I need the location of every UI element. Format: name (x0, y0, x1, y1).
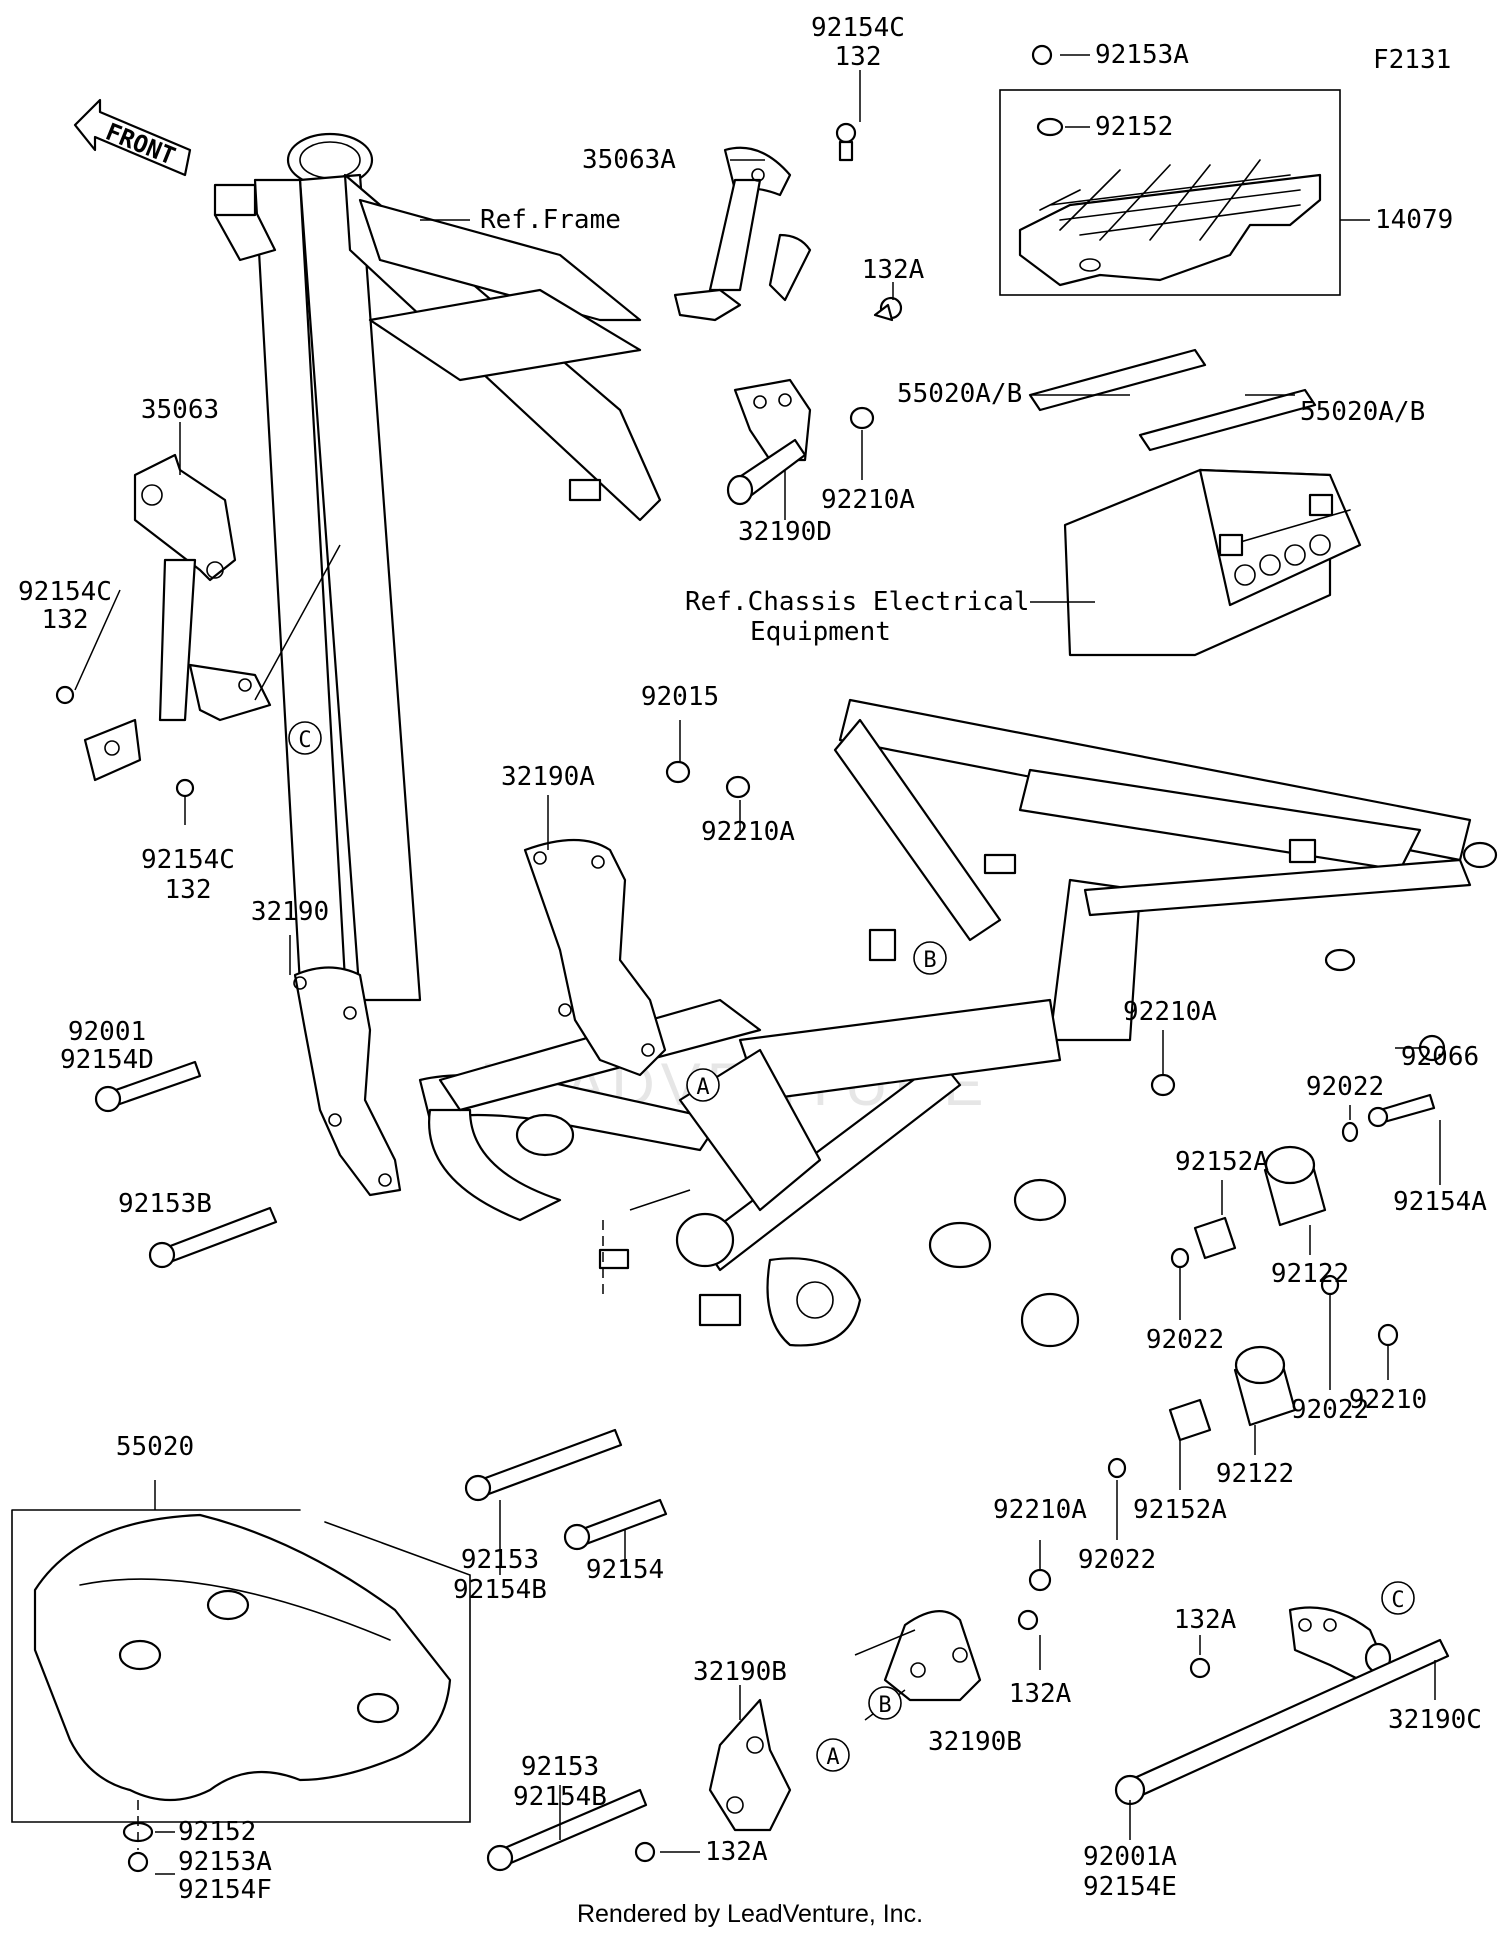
front-label: FRONT (102, 118, 179, 171)
label-132a-bot: 132A (705, 1837, 768, 1867)
mount-plate-32190d (726, 378, 812, 506)
label-92154: 92154 (586, 1555, 664, 1585)
front-arrow-icon: FRONT (73, 98, 192, 177)
skid-plate-55020 (11, 1509, 471, 1823)
battery-decals-55020ab (1028, 348, 1317, 452)
label-92153a-top: 92153A (1095, 40, 1189, 70)
label-14079: 14079 (1375, 205, 1453, 235)
main-frame (213, 132, 1498, 1348)
svg-text:A: A (696, 1075, 709, 1100)
svg-text:B: B (923, 948, 936, 973)
label-132-left: 132 (42, 605, 89, 635)
svg-text:A: A (826, 1745, 839, 1770)
bracket-35063 (83, 453, 272, 782)
label-32190b-top: 32190B (693, 1657, 787, 1687)
label-92152-bot: 92152 (178, 1817, 256, 1847)
label-32190d: 32190D (738, 517, 832, 547)
label-132a-bot-mid: 132A (1009, 1679, 1072, 1709)
label-92022-right: 92022 (1291, 1395, 1369, 1425)
label-ref-chassis-2: Equipment (750, 617, 891, 647)
label-92015: 92015 (641, 682, 719, 712)
label-132a-top: 132A (862, 255, 925, 285)
label-92154c-left: 92154C (18, 577, 112, 607)
label-92154a: 92154A (1393, 1187, 1487, 1217)
plate-32190 (293, 966, 402, 1197)
label-92066: 92066 (1401, 1042, 1479, 1072)
label-92210a-mid: 92210A (701, 817, 795, 847)
label-32190b-bot: 32190B (928, 1727, 1022, 1757)
label-92022-bot: 92022 (1078, 1545, 1156, 1575)
fasteners (55, 44, 1450, 1873)
label-92152a-bot: 92152A (1133, 1495, 1227, 1525)
diagram-code: F2131 (1373, 45, 1451, 75)
label-132-mid: 132 (165, 875, 212, 905)
label-32190: 32190 (251, 897, 329, 927)
label-92154e: 92154E (1083, 1872, 1177, 1902)
label-92152a-top: 92152A (1175, 1147, 1269, 1177)
label-92122-bot: 92122 (1216, 1459, 1294, 1489)
label-92210a-right: 92210A (1123, 997, 1217, 1027)
label-92152-top: 92152 (1095, 112, 1173, 142)
label-55020: 55020 (116, 1432, 194, 1462)
plate-32190b-right (883, 1610, 982, 1702)
label-35063a: 35063A (582, 145, 676, 175)
battery-case-14079 (999, 89, 1341, 296)
label-92122-top: 92122 (1271, 1259, 1349, 1289)
label-ref-frame: Ref.Frame (480, 205, 621, 235)
callout-b-lower: B (868, 1686, 902, 1720)
plate-32190b-left (708, 1698, 792, 1832)
label-92154c-mid: 92154C (141, 845, 235, 875)
callout-a-lower: A (816, 1738, 850, 1772)
svg-text:C: C (298, 728, 311, 753)
label-92210: 92210 (1349, 1385, 1427, 1415)
label-92154c-top: 92154C (811, 13, 905, 43)
label-92154d: 92154D (60, 1045, 154, 1075)
label-92154f: 92154F (178, 1875, 272, 1905)
callout-b-upper: B (913, 941, 947, 975)
plate-32190a (523, 838, 667, 1077)
svg-text:B: B (878, 1693, 891, 1718)
bracket-35063a (673, 146, 812, 322)
footer-credit: Rendered by LeadVenture, Inc. (576, 1900, 924, 1928)
label-92153b: 92153B (118, 1189, 212, 1219)
label-92153a-bot: 92153A (178, 1847, 272, 1877)
label-92001: 92001 (68, 1017, 146, 1047)
label-92022-mid: 92022 (1146, 1325, 1224, 1355)
label-92001a: 92001A (1083, 1842, 1177, 1872)
callout-c-left: C (288, 721, 322, 755)
label-132-top: 132 (835, 42, 882, 72)
label-35063: 35063 (141, 395, 219, 425)
label-ref-chassis-1: Ref.Chassis Electrical (685, 587, 1029, 617)
label-92154b-mid: 92154B (453, 1575, 547, 1605)
label-32190a: 32190A (501, 762, 595, 792)
callout-c-lower: C (1381, 1581, 1415, 1615)
label-92210a-bot: 92210A (993, 1495, 1087, 1525)
label-92154b-bot: 92154B (513, 1782, 607, 1812)
label-92210a-top: 92210A (821, 485, 915, 515)
svg-text:C: C (1391, 1588, 1404, 1613)
label-55020ab-1: 55020A/B (897, 379, 1022, 409)
label-55020ab-2: 55020A/B (1300, 397, 1425, 427)
leader-lines (74, 54, 1441, 1875)
battery-unit (1063, 468, 1362, 657)
label-92153-bot: 92153 (521, 1752, 599, 1782)
label-92022-top: 92022 (1306, 1072, 1384, 1102)
label-92153-mid: 92153 (461, 1545, 539, 1575)
callout-a-upper: A (686, 1068, 720, 1102)
label-132a-right: 132A (1174, 1605, 1237, 1635)
label-32190c: 32190C (1388, 1705, 1482, 1735)
